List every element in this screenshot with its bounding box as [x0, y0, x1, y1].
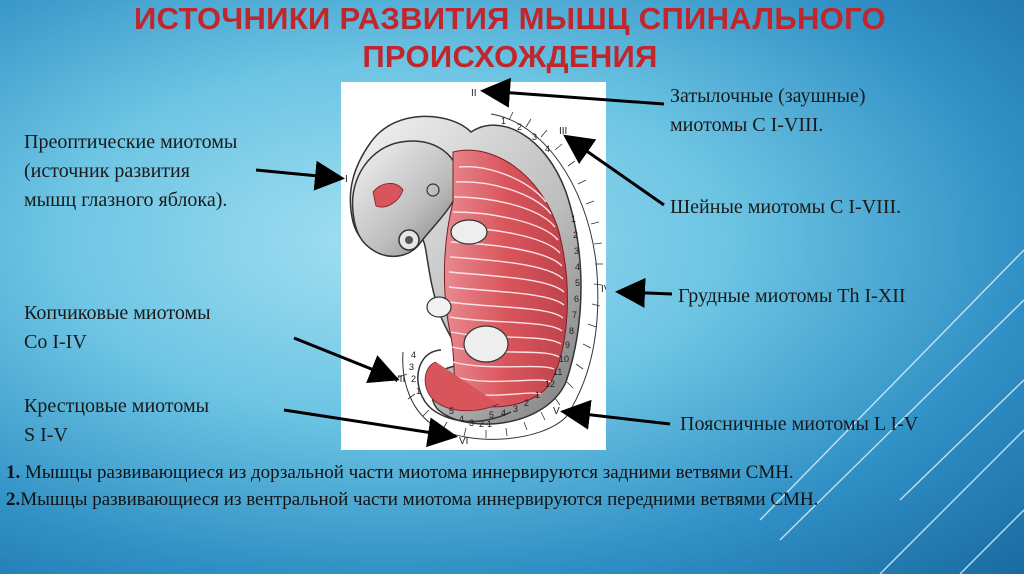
- embryo-figure: I II III IV V VI VII 1 2 3 4 1 2 3 4 5 6…: [341, 82, 606, 450]
- roman-V: V: [553, 406, 560, 417]
- title-line-1: ИСТОЧНИКИ РАЗВИТИЯ МЫШЦ СПИНАЛЬНОГО: [134, 1, 886, 36]
- s-1: 1: [487, 419, 492, 429]
- preoptic-line-2: (источник развития: [24, 160, 190, 182]
- note-1-number: 1.: [6, 462, 21, 483]
- coccygeal-label: Копчиковые миотомы Co I-IV: [24, 299, 211, 357]
- lower-limb-bud: [463, 325, 509, 363]
- arrow-occipital: [480, 77, 665, 108]
- arrow-preoptic: [255, 160, 345, 191]
- note-2-text: Мышцы развивающиеся из вентральной части…: [20, 489, 819, 510]
- lumbar-label: Поясничные миотомы L I-V: [680, 413, 919, 435]
- th-6: 6: [574, 294, 579, 304]
- th-7: 7: [572, 310, 577, 320]
- preoptic-line-3: мышц глазного яблока).: [24, 189, 228, 211]
- occipital-label: Затылочные (заушные) миотомы С I-VIII.: [670, 82, 866, 140]
- note-2-number: 2.: [6, 489, 21, 510]
- preoptic-muscles: [372, 183, 404, 208]
- roman-II: II: [471, 88, 477, 99]
- upper-limb-bud: [450, 219, 488, 245]
- sacral-line-2: S I-V: [24, 424, 68, 446]
- th-4: 4: [575, 262, 580, 272]
- s-4: 4: [459, 414, 464, 424]
- page-title: ИСТОЧНИКИ РАЗВИТИЯ МЫШЦ СПИНАЛЬНОГО ПРОИ…: [40, 0, 980, 76]
- arrow-thoracic: [615, 277, 673, 308]
- th-5: 5: [575, 278, 580, 288]
- l-2: 2: [524, 398, 529, 408]
- arrow-sacral: [283, 408, 458, 448]
- th-11: 11: [553, 367, 562, 377]
- th-12: 12: [545, 379, 555, 389]
- coccygeal-line-1: Копчиковые миотомы: [24, 302, 211, 324]
- co-2: 2: [411, 374, 416, 384]
- note-1: 1. Мышцы развивающиеся из дорзальной час…: [6, 459, 1018, 486]
- cervical-label: Шейные миотомы С I-VIII.: [670, 196, 902, 218]
- roman-IV: IV: [601, 284, 606, 295]
- title-line-2: ПРОИСХОЖДЕНИЯ: [362, 39, 658, 74]
- occipital-line-2: миотомы С I-VIII.: [670, 114, 824, 136]
- sacral-label: Крестцовые миотомы S I-V: [24, 392, 209, 450]
- th-2: 2: [573, 230, 578, 240]
- l-5: 5: [489, 410, 494, 420]
- co-3: 3: [409, 362, 414, 372]
- co-4: 4: [411, 350, 416, 360]
- notes-block: 1. Мышцы развивающиеся из дорзальной час…: [6, 459, 1018, 513]
- th-1: 1: [571, 214, 576, 224]
- note-2: 2.Мышцы развивающиеся из вентральной час…: [6, 486, 1018, 513]
- preoptic-line-1: Преоптические миотомы: [24, 131, 238, 153]
- co-1: 1: [416, 386, 421, 396]
- s-5: 5: [449, 406, 454, 416]
- th-8: 8: [569, 326, 574, 336]
- roman-VI: VI: [459, 436, 468, 447]
- sacral-line-1: Крестцовые миотомы: [24, 395, 210, 417]
- occ-2: 2: [517, 122, 522, 132]
- preoptic-label: Преоптические миотомы (источник развития…: [24, 128, 237, 215]
- arrow-coccygeal: [293, 336, 400, 384]
- segment-numbers: 1 2 3 4 1 2 3 4 5 6 7 8 9 10 11 12 1 2 3…: [409, 116, 580, 429]
- ear: [426, 183, 440, 197]
- th-10: 10: [559, 354, 569, 364]
- note-1-text: Мышцы развивающиеся из дорзальной части …: [20, 462, 794, 483]
- embryo-illustration: I II III IV V VI VII 1 2 3 4 1 2 3 4 5 6…: [345, 88, 606, 447]
- occ-1: 1: [501, 116, 506, 126]
- arrow-lumbar: [560, 399, 671, 430]
- thoracic-label: Грудные миотомы Th I-XII: [678, 285, 906, 307]
- l-1: 1: [535, 390, 540, 400]
- occ-4: 4: [545, 144, 550, 154]
- l-4: 4: [501, 408, 506, 418]
- l-3: 3: [513, 404, 518, 414]
- roman-I: I: [345, 174, 348, 185]
- s-3: 3: [469, 418, 474, 428]
- s-2: 2: [479, 419, 484, 429]
- embryo-tail: [417, 349, 512, 423]
- umbilical-stalk: [426, 296, 452, 318]
- arrow-cervical: [563, 134, 665, 207]
- th-9: 9: [565, 340, 570, 350]
- roman-III: III: [559, 126, 567, 137]
- occipital-line-1: Затылочные (заушные): [670, 85, 866, 107]
- th-3: 3: [574, 246, 579, 256]
- occ-3: 3: [532, 132, 537, 142]
- coccygeal-line-2: Co I-IV: [24, 331, 87, 353]
